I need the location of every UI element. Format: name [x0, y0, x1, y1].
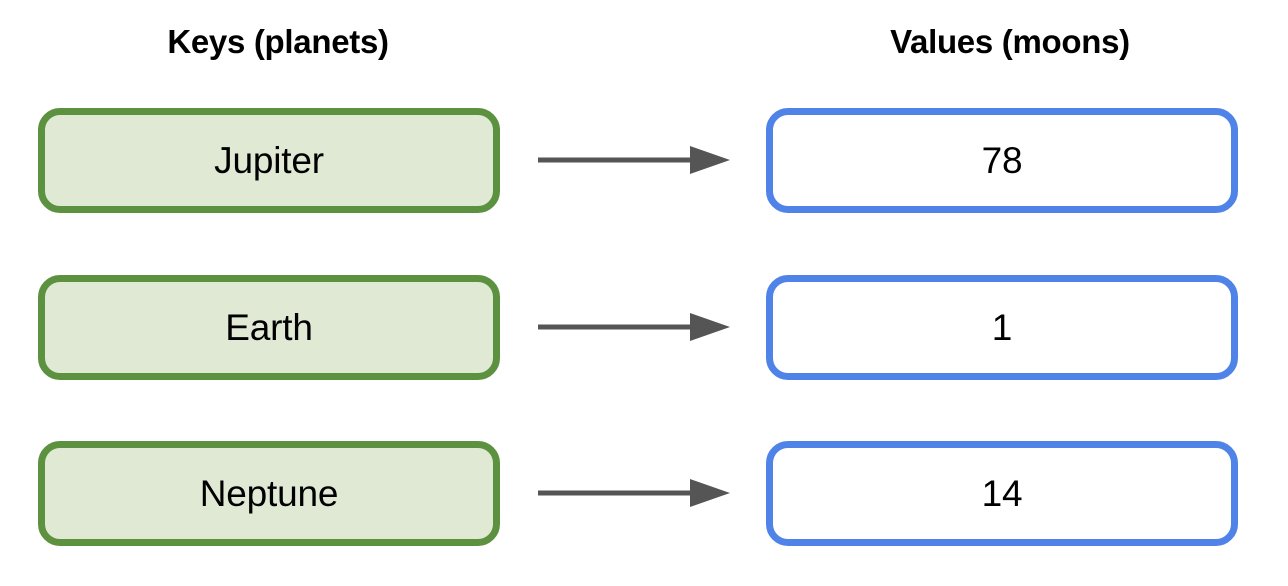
values-column-header: Values (moons) [890, 23, 1130, 60]
value-label: 14 [981, 473, 1023, 514]
value-box-neptune[interactable]: 14 [766, 441, 1238, 546]
arrow-right-icon [538, 140, 734, 180]
key-box-earth[interactable]: Earth [38, 275, 500, 380]
arrow-right-icon [538, 307, 734, 347]
key-box-jupiter[interactable]: Jupiter [38, 108, 500, 213]
key-label: Earth [225, 307, 313, 348]
key-box-neptune[interactable]: Neptune [38, 441, 500, 546]
value-label: 1 [991, 307, 1013, 348]
key-value-pair-row: Neptune 14 [0, 441, 1288, 546]
key-value-pair-row: Jupiter 78 [0, 108, 1288, 213]
key-label: Jupiter [214, 140, 324, 181]
value-box-jupiter[interactable]: 78 [766, 108, 1238, 213]
key-label: Neptune [199, 473, 339, 514]
keys-column-header: Keys (planets) [167, 23, 389, 60]
value-label: 78 [981, 140, 1023, 181]
value-box-earth[interactable]: 1 [766, 275, 1238, 380]
key-value-pair-row: Earth 1 [0, 275, 1288, 380]
arrow-right-icon [538, 473, 734, 513]
